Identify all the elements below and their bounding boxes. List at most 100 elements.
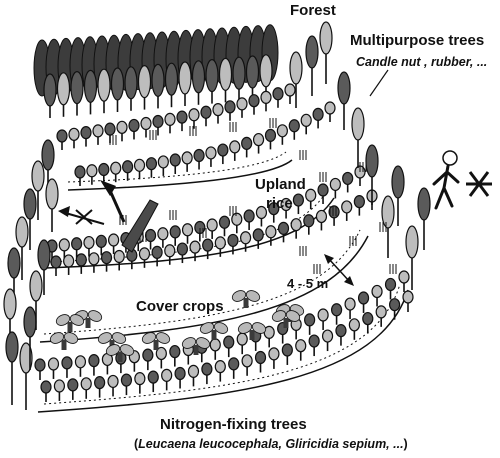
tree-icon (290, 218, 302, 239)
tree-icon (43, 73, 57, 118)
tree-icon (304, 313, 316, 335)
cover-crop-icon (231, 290, 261, 308)
tree-icon (40, 380, 52, 402)
tree-icon (272, 87, 284, 108)
tree-icon (241, 136, 253, 158)
tree-icon (229, 140, 241, 161)
person-icon (432, 150, 460, 210)
tree-icon (63, 254, 75, 275)
cover-crop-icon (271, 310, 301, 328)
tree-icon (74, 165, 86, 186)
tree-icon (5, 331, 19, 405)
tree-icon (398, 270, 410, 292)
tree-icon (124, 66, 138, 111)
spacing-arrow-head (344, 276, 354, 286)
tree-icon (193, 148, 205, 170)
cover-crop-icon (181, 337, 211, 355)
tree-icon (260, 90, 272, 112)
felled-log-icon (121, 199, 159, 253)
tree-icon (176, 242, 188, 264)
rice-plant-icon (359, 162, 367, 172)
tree-icon (116, 120, 128, 142)
tree-icon (308, 334, 320, 357)
tree-icon (56, 129, 68, 150)
cover-crop-icon (105, 344, 135, 362)
tree-icon (23, 188, 37, 250)
cover-crop-icon (55, 314, 85, 332)
tree-icon (321, 329, 334, 352)
tree-icon (152, 114, 164, 136)
tree-icon (218, 215, 231, 237)
tree-icon (295, 339, 307, 361)
tree-icon (15, 216, 29, 280)
rice-plant-icon (389, 264, 397, 274)
tree-icon (68, 127, 80, 149)
rice-plant-icon (319, 172, 327, 182)
tree-icon (101, 352, 114, 375)
tree-rows (3, 21, 431, 410)
multipurpose-examples-label: Candle nut , rubber, ... (356, 55, 488, 69)
tree-icon (56, 72, 71, 117)
tree-icon (315, 209, 328, 231)
tree-icon (227, 233, 239, 255)
tree-icon (236, 97, 248, 118)
tree-icon (330, 303, 343, 325)
tree-icon (110, 161, 122, 183)
tree-icon (164, 112, 176, 134)
cross-icon (466, 171, 492, 197)
tree-icon (319, 21, 333, 84)
upland-rice-marks (109, 118, 397, 274)
cover-crop-icon (49, 332, 79, 350)
tree-icon (97, 68, 111, 114)
spacing-label: 4 - 5 m (287, 276, 329, 291)
rice-label: rice (266, 195, 293, 212)
tree-icon (98, 162, 110, 184)
rice-plant-icon (189, 126, 197, 136)
tree-icon (134, 372, 146, 394)
rice-plant-icon (299, 150, 307, 160)
tree-icon (381, 195, 395, 258)
tree-icon (133, 158, 146, 180)
rice-plant-icon (149, 130, 157, 140)
tree-icon (236, 332, 248, 355)
cross-icon (75, 209, 93, 225)
tree-icon (83, 235, 95, 257)
tree-icon (53, 379, 66, 401)
tree-icon (70, 70, 84, 116)
tree-icon (31, 160, 45, 220)
rice-plant-icon (109, 135, 117, 145)
tree-icon (212, 103, 224, 124)
tree-icon (140, 116, 152, 138)
tree-icon (255, 205, 268, 227)
tree-icon (147, 370, 159, 393)
tree-icon (188, 108, 200, 129)
tree-icon (86, 164, 98, 185)
tree-icon (245, 55, 260, 100)
forest-block (33, 24, 279, 118)
tree-icon (324, 101, 336, 122)
tree-icon (164, 62, 179, 108)
tree-icon (61, 356, 73, 378)
forest-label: Forest (290, 2, 336, 19)
tree-icon (174, 366, 186, 389)
tree-icon (107, 233, 120, 255)
tree-icon (50, 255, 62, 276)
tree-icon (252, 228, 264, 249)
annotation-marks (58, 69, 492, 286)
tree-icon (34, 358, 46, 380)
tree-icon (128, 118, 140, 140)
cover-crop-icon (199, 322, 229, 340)
tree-icon (312, 107, 324, 129)
tree-icon (37, 239, 51, 295)
tree-icon (80, 126, 92, 147)
tree-icon (243, 209, 255, 231)
tree-icon (268, 202, 280, 223)
tree-icon (151, 245, 163, 267)
tree-icon (317, 183, 329, 205)
tree-icon (200, 105, 212, 127)
tree-icon (214, 359, 226, 382)
tree-icon (388, 298, 401, 320)
cover-crop-plants (49, 290, 305, 362)
tree-icon (178, 61, 192, 106)
tree-icon (83, 69, 98, 115)
